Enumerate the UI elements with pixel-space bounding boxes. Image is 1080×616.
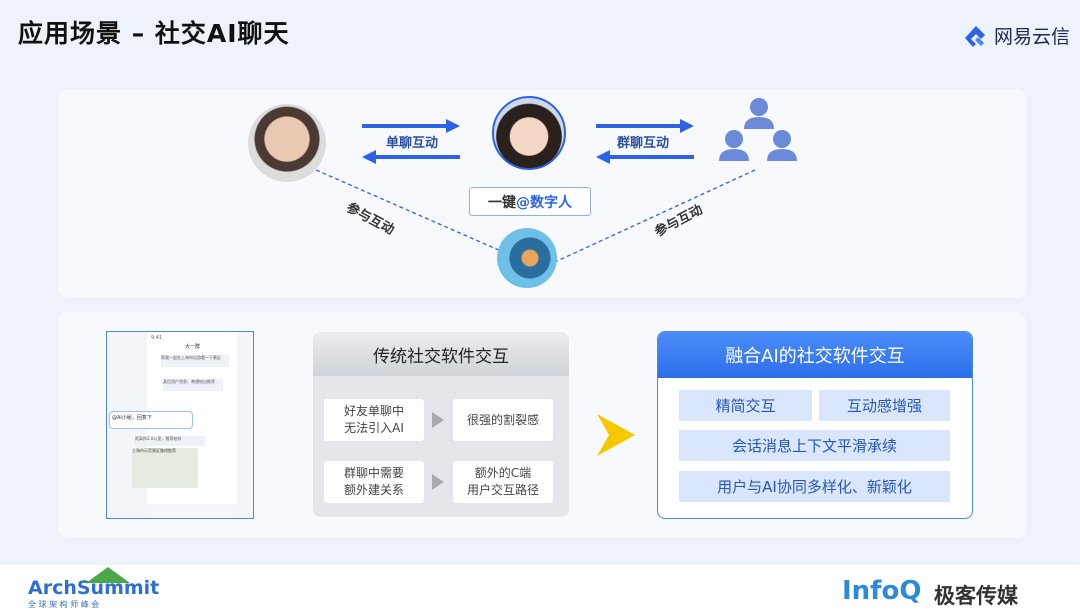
chat-bubble-mention: @AI小秘，回复下 bbox=[109, 411, 193, 429]
chevron-right-icon bbox=[597, 414, 635, 456]
group-chat-label: 群聊互动 bbox=[617, 136, 670, 151]
map-card: 上海市示范景区路线推荐 bbox=[132, 448, 198, 488]
phone-input-bar bbox=[147, 504, 237, 518]
ai-title: 融合AI的社交软件交互 bbox=[658, 332, 972, 378]
arrow-right-icon bbox=[432, 412, 444, 428]
badge-prefix: 一键 bbox=[488, 194, 516, 211]
chat-bubble: 距离你2.0公里，推荐给你 bbox=[135, 436, 205, 446]
single-chat-label: 单聊互动 bbox=[386, 136, 439, 151]
trad-effect-1: 很强的割裂感 bbox=[453, 399, 553, 441]
slide-title: 应用场景 – 社交AI聊天 bbox=[18, 19, 290, 48]
brand-name: 网易云信 bbox=[993, 26, 1070, 48]
infoq-logo: InfoQ bbox=[842, 576, 922, 606]
ai-robot-avatar-photo bbox=[497, 228, 557, 288]
one-click-digital-human-badge: 一键@数字人 bbox=[469, 187, 591, 216]
ai-feature-context: 会话消息上下文平滑承续 bbox=[679, 430, 950, 461]
netease-yunxin-icon bbox=[964, 25, 985, 47]
footer: ArchSummit 全 球 架 构 师 峰 会 InfoQ 极客传媒 bbox=[0, 565, 1080, 616]
chat-app-screenshot: 9:41 大一群 帮我一起在上海市出游看一下景区 某位用户消息，希望给出推荐 @… bbox=[106, 331, 254, 519]
ai-feature-collaboration: 用户与AI协同多样化、新颖化 bbox=[679, 471, 950, 502]
badge-highlight: @数字人 bbox=[516, 194, 572, 211]
chat-bubble: 某位用户消息，希望给出推荐 bbox=[163, 379, 223, 391]
trad-effect-2: 额外的C端 用户交互路径 bbox=[453, 461, 553, 503]
geek-media-logo: 极客传媒 bbox=[934, 584, 1018, 608]
phone-status-time: 9:41 bbox=[151, 335, 163, 341]
mountain-icon bbox=[86, 567, 130, 583]
ai-feature-simplified: 精简交互 bbox=[679, 390, 812, 421]
ai-feature-engagement: 互动感增强 bbox=[819, 390, 950, 421]
trad-problem-2: 群聊中需要 额外建关系 bbox=[324, 461, 424, 503]
phone-chat-title: 大一群 bbox=[185, 344, 201, 350]
arrow-right-icon bbox=[432, 474, 444, 490]
chat-bubble: 帮我一起在上海市出游看一下景区 bbox=[161, 355, 229, 367]
group-users-icon bbox=[719, 98, 797, 161]
traditional-social-card: 传统社交软件交互 好友单聊中 无法引入AI 很强的割裂感 群聊中需要 额外建关系… bbox=[313, 332, 569, 517]
digital-human-avatar-photo bbox=[492, 96, 566, 170]
ai-social-card: 融合AI的社交软件交互 精简交互 互动感增强 会话消息上下文平滑承续 用户与AI… bbox=[657, 331, 973, 519]
traditional-title: 传统社交软件交互 bbox=[313, 332, 569, 376]
user-avatar-photo bbox=[248, 104, 326, 182]
trad-problem-1: 好友单聊中 无法引入AI bbox=[324, 399, 424, 441]
brand-logo: 网易云信 bbox=[964, 22, 1070, 49]
archsummit-subtitle: 全 球 架 构 师 峰 会 bbox=[28, 600, 100, 609]
